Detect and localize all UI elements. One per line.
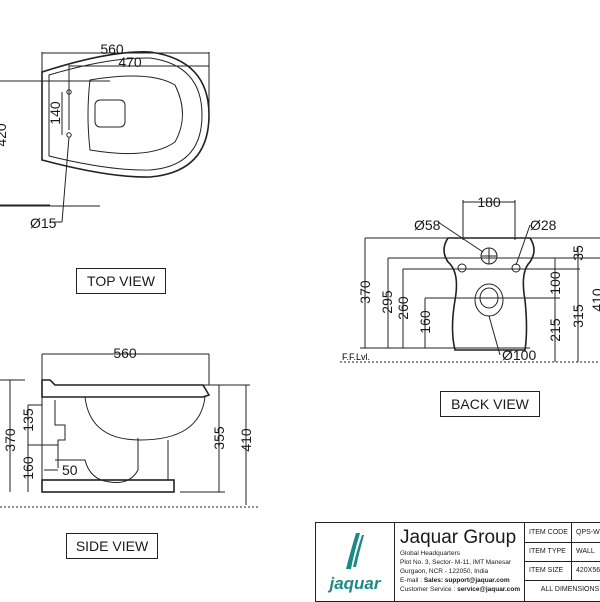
top-inner-length-dim: 470	[118, 54, 142, 70]
top-view-label: TOP VIEW	[76, 268, 166, 294]
side-view-label: SIDE VIEW	[66, 533, 158, 559]
side-upper-dim: 135	[20, 408, 36, 432]
hq-label: Global Headquarters	[400, 550, 460, 557]
service-label: Customer Service :	[400, 586, 458, 593]
back-h260-dim: 260	[395, 296, 411, 320]
side-view-drawing	[0, 353, 260, 508]
back-h215-dim: 215	[547, 318, 563, 342]
address-line-2: Gurgaon, NCR - 122050, India	[400, 568, 489, 575]
dimensions-note: ALL DIMENSIONS	[540, 586, 600, 593]
item-size-label: ITEM SIZE	[529, 567, 564, 574]
side-length-dim: 560	[113, 345, 137, 361]
item-code-label: ITEM CODE	[529, 529, 568, 536]
back-h160-dim: 160	[417, 310, 433, 334]
back-h410-dim: 410	[589, 288, 600, 312]
overall-height-dim: 410	[238, 428, 254, 452]
back-h295-dim: 295	[379, 290, 395, 314]
top-view-drawing	[0, 51, 210, 223]
hole-spacing-dim: 140	[47, 101, 63, 125]
floor-level-label: F.F.Lvl.	[342, 352, 370, 362]
rim-height-dim: 355	[211, 426, 227, 450]
address-line-1: Plot No. 3, Sector- M-11, IMT Manesar	[400, 559, 512, 566]
item-size-value: 420X56	[571, 561, 600, 580]
item-type-value: WALL	[571, 542, 595, 561]
back-h35-dim: 35	[570, 245, 586, 261]
side-lower-dim: 160	[20, 456, 36, 480]
outlet-dia-dim: Ø100	[502, 347, 536, 363]
company-name: Jaquar Group	[400, 527, 517, 548]
item-type-label: ITEM TYPE	[529, 548, 566, 555]
side-height-dim: 370	[2, 428, 18, 452]
top-length-dim: 560	[100, 41, 124, 57]
logo-text: jaquar	[327, 574, 381, 593]
back-h315-dim: 315	[570, 304, 586, 328]
side-offset-dim: 50	[62, 462, 78, 478]
item-code-value: QPS-W	[571, 523, 600, 542]
bolt-dia-dim: Ø28	[530, 217, 557, 233]
title-block: jaquar Jaquar Group Global Headquarters …	[315, 522, 600, 602]
jaquar-logo: jaquar	[316, 523, 395, 601]
inlet-dia-dim: Ø58	[414, 217, 441, 233]
email-label: E-mail :	[400, 577, 424, 584]
back-width-dim: 180	[477, 194, 501, 210]
back-h100-dim: 100	[547, 271, 563, 295]
back-view-drawing	[340, 200, 600, 363]
sales-email[interactable]: Sales: support@jaquar.com	[423, 577, 510, 584]
back-view-label: BACK VIEW	[440, 391, 540, 417]
logo-swoosh-icon: jaquar	[327, 533, 382, 593]
hole-dia-dim: Ø15	[30, 215, 57, 231]
service-email[interactable]: service@jaquar.com	[457, 586, 521, 593]
top-width-dim: 420	[0, 123, 9, 147]
back-h370-dim: 370	[357, 280, 373, 304]
